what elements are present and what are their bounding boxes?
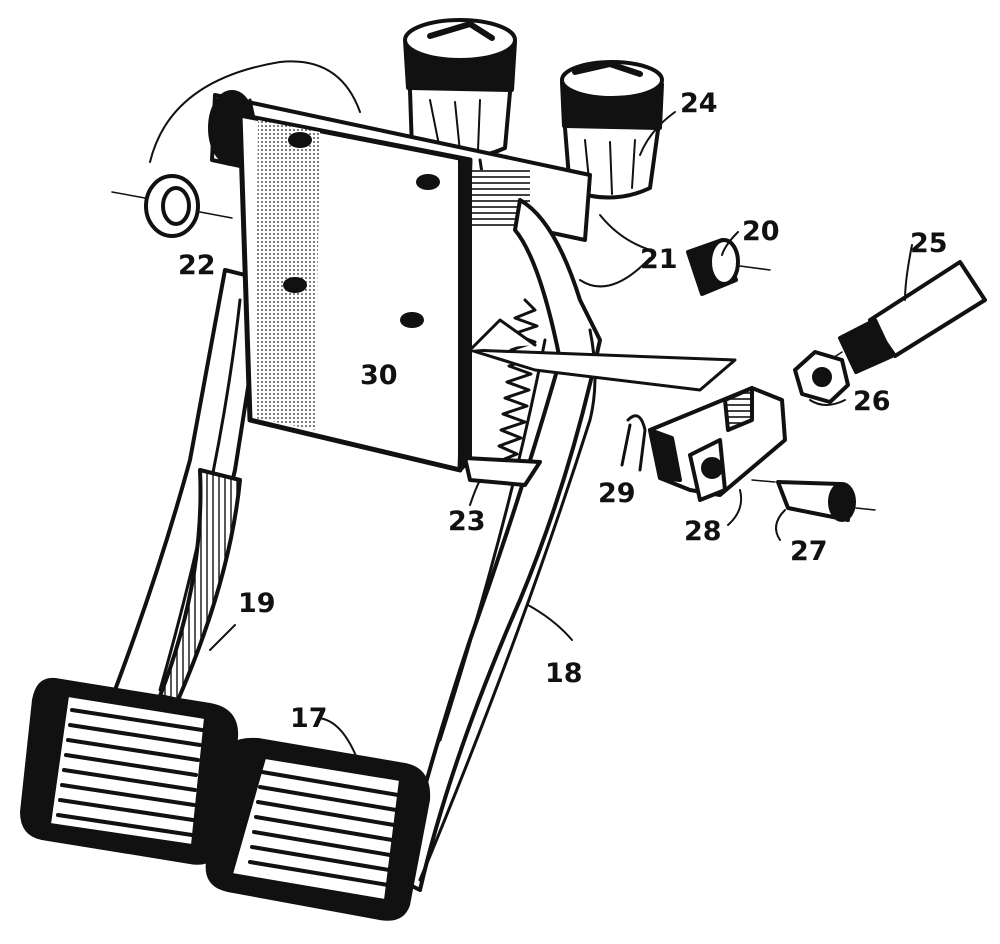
callout-23: 23 bbox=[448, 506, 486, 537]
callout-26: 26 bbox=[853, 386, 891, 417]
leader-28 bbox=[727, 489, 743, 526]
callout-30: 30 bbox=[360, 360, 398, 391]
callout-22: 22 bbox=[178, 250, 216, 281]
callout-27: 27 bbox=[790, 536, 828, 567]
leader-lines bbox=[209, 111, 913, 773]
callout-19: 19 bbox=[238, 588, 276, 619]
pedal-pad-right bbox=[205, 737, 431, 921]
leader-19 bbox=[209, 624, 236, 651]
leader-18 bbox=[527, 604, 573, 641]
clevis-pin-27 bbox=[751, 479, 876, 522]
pedal-arm-19 bbox=[113, 268, 267, 702]
pushrod-plate bbox=[468, 348, 737, 392]
leader-24 bbox=[639, 111, 676, 156]
leader-25 bbox=[904, 244, 913, 301]
bush-20 bbox=[686, 238, 771, 296]
callout-28: 28 bbox=[684, 516, 722, 547]
leader-20 bbox=[721, 231, 739, 256]
leader-27 bbox=[775, 509, 786, 541]
pedal-pad-left bbox=[20, 677, 239, 865]
spring-bracket-23 bbox=[463, 456, 542, 487]
callout-21: 21 bbox=[640, 244, 678, 275]
washer-22 bbox=[111, 174, 233, 238]
callout-25: 25 bbox=[910, 228, 948, 259]
leader-23 bbox=[469, 479, 481, 506]
callout-24: 24 bbox=[680, 88, 718, 119]
leader-17 bbox=[317, 717, 363, 773]
callout-20: 20 bbox=[742, 216, 780, 247]
callout-17: 17 bbox=[290, 703, 328, 734]
nut-26 bbox=[793, 350, 850, 404]
mounting-plate-30 bbox=[237, 112, 473, 473]
clevis-28 bbox=[648, 386, 787, 502]
callout-29: 29 bbox=[598, 478, 636, 509]
split-pin-29 bbox=[620, 414, 647, 472]
callout-18: 18 bbox=[545, 658, 583, 689]
leader-21 bbox=[579, 214, 651, 288]
bolt-25 bbox=[811, 260, 987, 374]
leader-26 bbox=[809, 399, 846, 406]
